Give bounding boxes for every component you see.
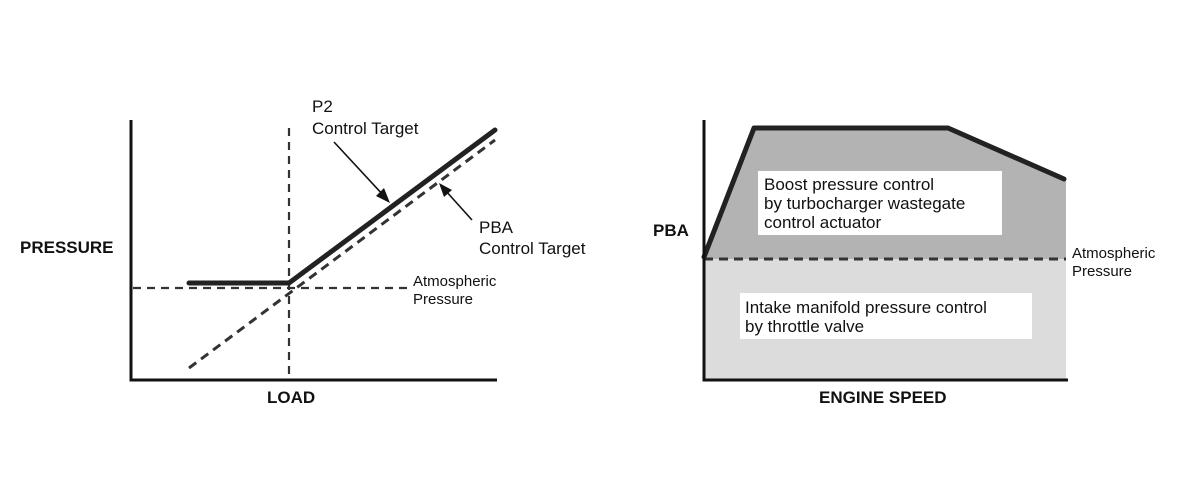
boost-text-line2: by turbocharger wastegate bbox=[764, 194, 965, 213]
boost-text-line3: control actuator bbox=[764, 213, 882, 232]
right-diagram: Boost pressure control by turbocharger w… bbox=[653, 120, 1156, 407]
p2-label-line1: P2 bbox=[312, 97, 333, 116]
pba-label-line1: PBA bbox=[479, 218, 514, 237]
left-diagram: PRESSURE LOAD P2 Control Target PBA Cont… bbox=[20, 97, 586, 407]
atm-label-right-line1: Atmospheric bbox=[1072, 245, 1156, 262]
p2-arrowhead bbox=[376, 188, 390, 203]
engine-speed-axis-label: ENGINE SPEED bbox=[819, 388, 947, 407]
left-axes bbox=[129, 120, 497, 382]
pba-label-line2: Control Target bbox=[479, 239, 586, 258]
atm-label-left-line1: Atmospheric bbox=[413, 273, 497, 290]
boost-profile-line bbox=[701, 125, 1067, 260]
intake-text-line1: Intake manifold pressure control bbox=[745, 298, 987, 317]
p2-arrow bbox=[333, 141, 385, 197]
pba-arrowhead bbox=[439, 183, 452, 197]
pba-target-line bbox=[188, 138, 496, 370]
atm-label-left-line2: Pressure bbox=[413, 291, 473, 308]
p2-target-line bbox=[186, 127, 498, 286]
boost-text-line1: Boost pressure control bbox=[764, 175, 934, 194]
right-axes bbox=[702, 120, 1068, 382]
atm-label-right-line2: Pressure bbox=[1072, 263, 1132, 280]
boost-text-box bbox=[758, 171, 1002, 235]
p2-label-line2: Control Target bbox=[312, 119, 419, 138]
pba-arrow bbox=[444, 189, 473, 221]
intake-text-box bbox=[740, 293, 1032, 339]
load-axis-label: LOAD bbox=[267, 388, 315, 407]
pressure-axis-label: PRESSURE bbox=[20, 238, 114, 257]
pba-axis-label: PBA bbox=[653, 221, 689, 240]
intake-text-line2: by throttle valve bbox=[745, 317, 864, 336]
